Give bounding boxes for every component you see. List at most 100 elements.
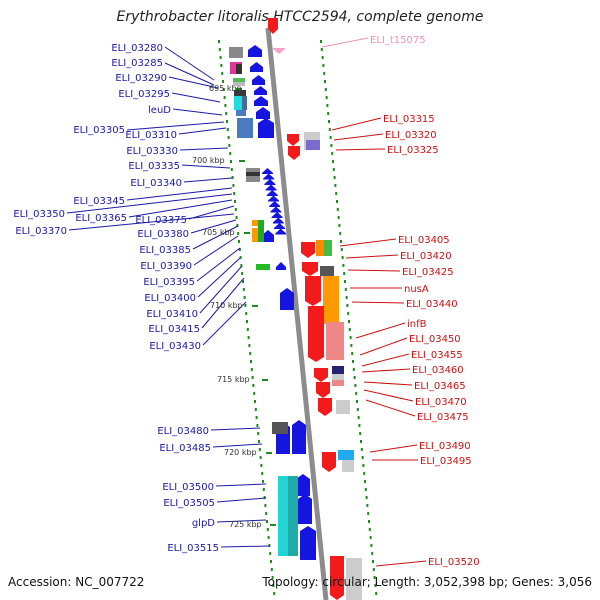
gene-label[interactable]: ELI_03310 bbox=[125, 130, 177, 141]
leader-line bbox=[321, 37, 369, 48]
gc-box bbox=[258, 220, 264, 242]
gc-box bbox=[316, 240, 324, 256]
gene-label[interactable]: ELI_03320 bbox=[385, 130, 437, 141]
gene-label[interactable]: ELI_03295 bbox=[118, 89, 170, 100]
forward-gene-arrow bbox=[256, 107, 270, 119]
gene-label[interactable]: ELI_03490 bbox=[419, 441, 471, 452]
forward-gene-arrow bbox=[270, 206, 282, 213]
tick-mark bbox=[347, 312, 350, 315]
gene-label[interactable]: ELI_03410 bbox=[146, 309, 198, 320]
gc-box bbox=[242, 96, 247, 110]
reverse-gene-arrow bbox=[273, 48, 285, 54]
tick-mark bbox=[260, 464, 263, 467]
tick-mark bbox=[352, 368, 355, 371]
gene-label[interactable]: ELI_03405 bbox=[398, 235, 450, 246]
gene-label[interactable]: ELI_03305 bbox=[73, 125, 125, 136]
tick-mark bbox=[345, 296, 348, 299]
forward-gene-arrow bbox=[258, 118, 274, 138]
gene-label[interactable]: infB bbox=[407, 319, 427, 330]
gene-label[interactable]: ELI_03505 bbox=[163, 498, 215, 509]
tick-mark bbox=[255, 416, 258, 419]
gene-label[interactable]: ELI_03425 bbox=[402, 267, 454, 278]
gc-box bbox=[256, 264, 270, 270]
tick-mark bbox=[331, 152, 334, 155]
gene-label[interactable]: ELI_03400 bbox=[144, 293, 196, 304]
gene-label[interactable]: ELI_03430 bbox=[149, 341, 201, 352]
accession-text: Accession: NC_007722 bbox=[8, 575, 145, 589]
gene-label[interactable]: nusA bbox=[404, 284, 429, 295]
tick-mark bbox=[230, 168, 233, 171]
tick-mark bbox=[336, 208, 339, 211]
tick-mark bbox=[267, 536, 270, 539]
gene-label[interactable]: ELI_03385 bbox=[139, 245, 191, 256]
gene-label[interactable]: ELI_03365 bbox=[75, 213, 127, 224]
leader-line bbox=[375, 560, 427, 567]
tick-mark bbox=[324, 80, 326, 83]
gene-label[interactable]: glpD bbox=[192, 518, 215, 529]
gene-label[interactable]: ELI_03335 bbox=[128, 161, 180, 172]
gene-label[interactable]: ELI_03515 bbox=[167, 543, 219, 554]
kbp-label: 710 kbp bbox=[210, 301, 243, 310]
gene-label[interactable]: ELI_03520 bbox=[428, 557, 480, 568]
label-leader-lines bbox=[66, 37, 427, 567]
gene-label[interactable]: ELI_03440 bbox=[406, 299, 458, 310]
leader-line bbox=[331, 117, 382, 131]
gene-label[interactable]: ELI_03370 bbox=[15, 226, 67, 237]
gene-label[interactable]: ELI_03380 bbox=[137, 229, 189, 240]
gene-label[interactable]: ELI_03475 bbox=[417, 412, 469, 423]
gene-label[interactable]: ELI_03495 bbox=[420, 456, 472, 467]
gene-label[interactable]: ELI_03375 bbox=[135, 215, 187, 226]
forward-gene-arrow bbox=[271, 212, 283, 218]
gene-label[interactable]: ELI_03390 bbox=[140, 261, 192, 272]
gene-label[interactable]: ELI_03420 bbox=[400, 251, 452, 262]
tick-mark bbox=[332, 160, 334, 163]
gene-label[interactable]: ELI_03450 bbox=[409, 334, 461, 345]
gene-label[interactable]: ELI_03455 bbox=[411, 350, 463, 361]
gene-label[interactable]: ELI_03480 bbox=[157, 426, 209, 437]
gene-label[interactable]: ELI_03460 bbox=[412, 365, 464, 376]
gene-label[interactable]: ELI_03465 bbox=[414, 381, 466, 392]
leader-line bbox=[193, 235, 239, 266]
leader-line bbox=[347, 269, 401, 272]
gene-label[interactable]: ELI_03395 bbox=[143, 277, 195, 288]
major-tick bbox=[262, 379, 268, 381]
tick-mark bbox=[334, 184, 337, 187]
tick-mark bbox=[228, 144, 231, 147]
tick-mark bbox=[373, 576, 376, 579]
gene-label[interactable]: ELI_03415 bbox=[148, 324, 200, 335]
tick-mark bbox=[218, 40, 220, 43]
gene-label[interactable]: ELI_03500 bbox=[162, 482, 214, 493]
gene-label[interactable]: leuD bbox=[148, 105, 171, 116]
gene-label[interactable]: ELI_03290 bbox=[115, 73, 167, 84]
tick-mark bbox=[221, 72, 224, 75]
tick-mark bbox=[269, 552, 272, 555]
major-tick bbox=[252, 305, 258, 307]
leader-line bbox=[172, 108, 223, 116]
tick-mark bbox=[360, 448, 363, 451]
gene-label[interactable]: ELI_03345 bbox=[73, 196, 125, 207]
gene-label[interactable]: ELI_03285 bbox=[111, 58, 163, 69]
reverse-gene-arrow bbox=[302, 262, 318, 276]
gene-label[interactable]: ELI_t15075 bbox=[370, 35, 426, 46]
leader-line bbox=[202, 301, 247, 346]
tick-mark bbox=[325, 96, 328, 99]
gene-label[interactable]: ELI_03330 bbox=[126, 146, 178, 157]
leader-line bbox=[345, 254, 399, 259]
leader-line bbox=[126, 121, 225, 131]
gc-box bbox=[323, 276, 339, 324]
gene-label[interactable]: ELI_03315 bbox=[383, 114, 435, 125]
forward-gene-arrow bbox=[250, 62, 263, 72]
gene-label[interactable]: ELI_03280 bbox=[111, 43, 163, 54]
tick-mark bbox=[273, 592, 276, 595]
gene-label[interactable]: ELI_03325 bbox=[387, 145, 439, 156]
tick-mark bbox=[242, 288, 245, 291]
gene-label[interactable]: ELI_03485 bbox=[159, 443, 211, 454]
gene-label[interactable]: ELI_03350 bbox=[13, 209, 65, 220]
gene-label[interactable]: ELI_03470 bbox=[415, 397, 467, 408]
tick-mark bbox=[238, 240, 240, 243]
forward-gene-arrow bbox=[252, 75, 265, 85]
gene-label[interactable]: ELI_03340 bbox=[130, 178, 182, 189]
tick-mark bbox=[365, 496, 368, 499]
forward-gene-arrow bbox=[254, 86, 267, 95]
